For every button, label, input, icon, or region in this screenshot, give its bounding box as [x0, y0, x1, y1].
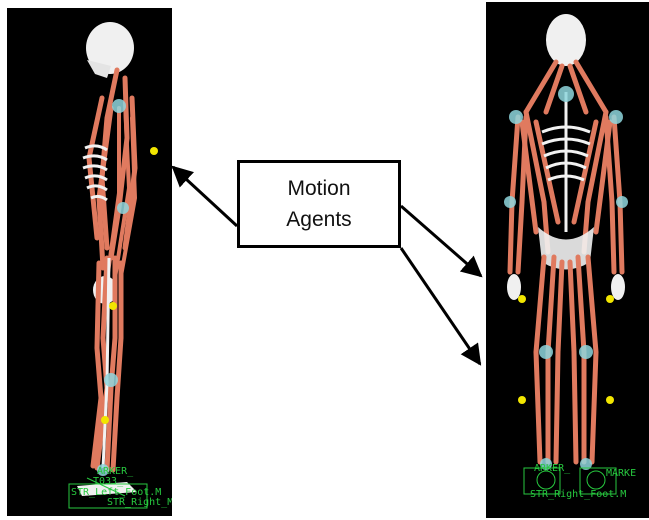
- arrow-to-side-view: [173, 167, 237, 226]
- callout-line-2: Agents: [286, 204, 351, 235]
- motion-agents-callout: Motion Agents: [237, 160, 401, 248]
- callout-line-1: Motion: [287, 173, 350, 204]
